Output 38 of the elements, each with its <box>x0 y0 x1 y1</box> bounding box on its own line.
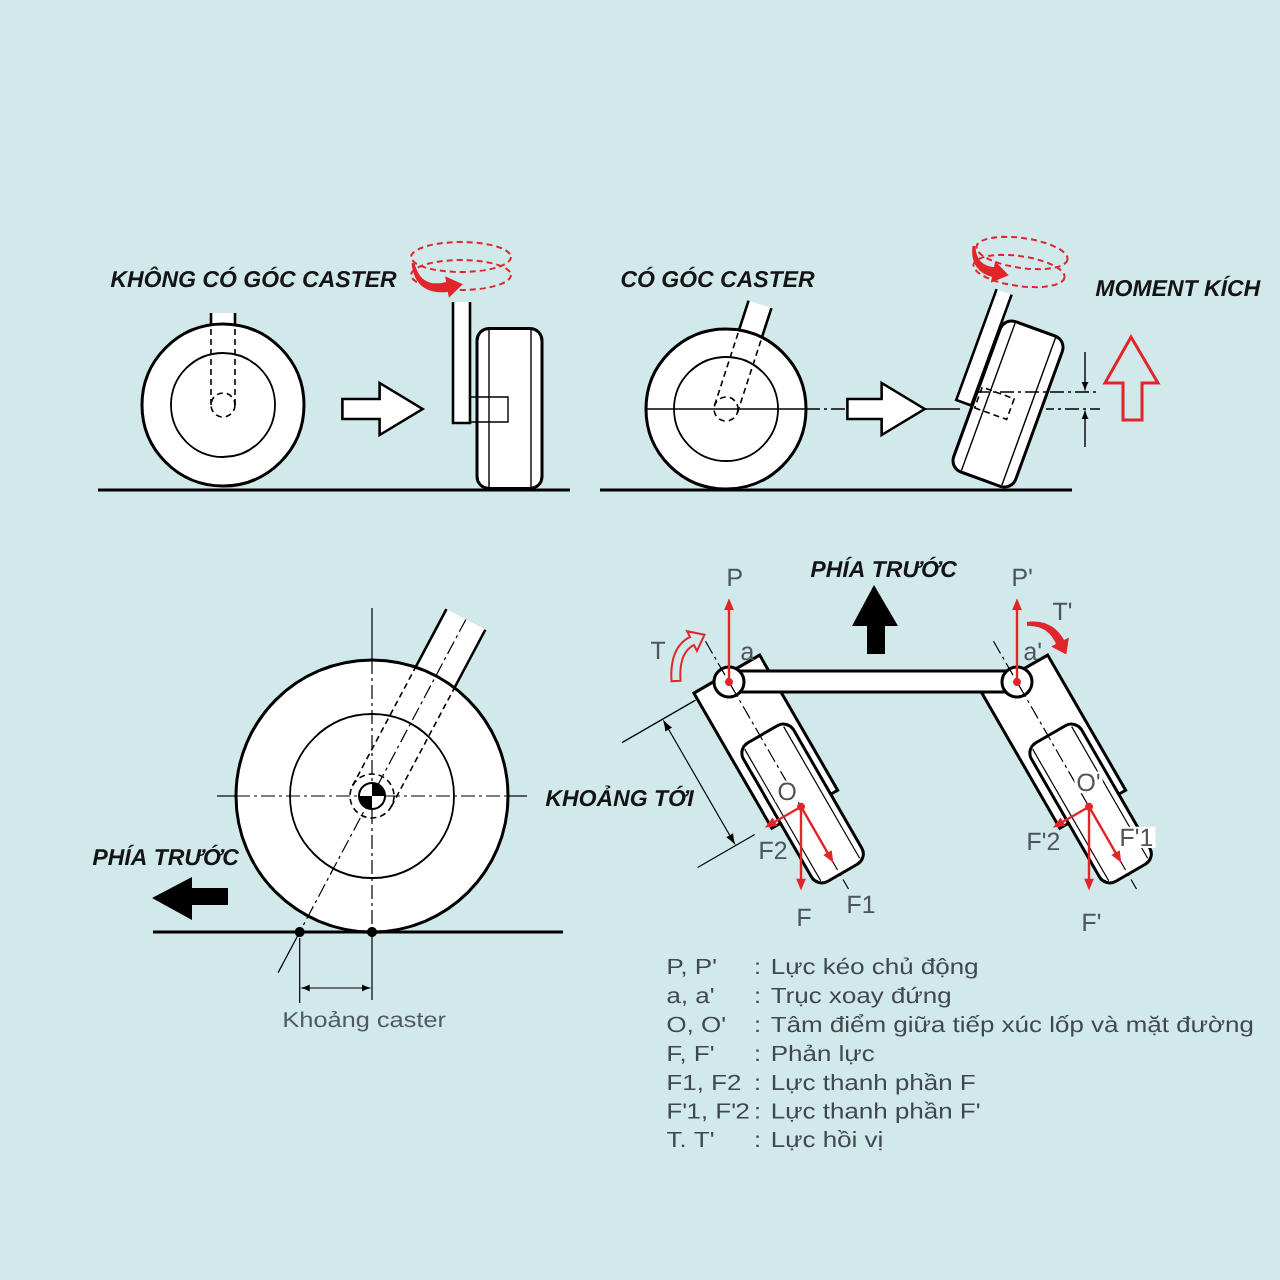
symbol-label: O' <box>1074 771 1103 794</box>
symbol-label: O <box>775 780 799 803</box>
key-symbol: F1, F2 <box>668 1074 741 1093</box>
symbol-label: P <box>728 568 742 586</box>
symbol-label: F <box>798 908 811 926</box>
symbol-label: F'1 <box>1117 826 1156 848</box>
key-symbol: T. T' <box>667 1131 714 1147</box>
key-description: : Trục xoay đứng <box>756 986 950 1008</box>
key-symbol: O, O' <box>667 1016 725 1035</box>
key-description: : Tâm điểm giữa tiếp xúc lốp và mặt đường <box>756 1014 1253 1037</box>
key-description: : Phản lực <box>756 1044 874 1065</box>
symbol-label: F2 <box>760 841 787 859</box>
symbol-label: F1 <box>848 895 875 913</box>
block-arrow <box>846 380 928 438</box>
dimension-label: Khoảng caster <box>284 1011 446 1032</box>
block-arrow <box>341 380 426 438</box>
wheel-front-view <box>951 288 1065 489</box>
wheel-front-view <box>451 302 544 490</box>
symbol-label: P' <box>1013 568 1032 586</box>
key-description: : Lực kéo chủ động <box>756 957 977 979</box>
key-description: : Lực thanh phần F' <box>756 1101 980 1124</box>
dimension-label: KHOẢNG TỚI <box>545 785 695 807</box>
key-description: : Lực thanh phần F <box>756 1073 975 1095</box>
direction-label: PHÍA TRƯỚC <box>92 844 240 866</box>
symbol-label: T <box>650 641 666 659</box>
symbol-label: a' <box>1024 642 1041 661</box>
symbol-label: a <box>741 646 755 661</box>
key-symbol: F, F' <box>668 1045 714 1064</box>
key-description: : Lực hồi vị <box>756 1130 882 1151</box>
key-symbol: F'1, F'2 <box>668 1103 749 1122</box>
direction-label: PHÍA TRƯỚC <box>810 556 958 578</box>
key-symbol: P, P' <box>668 958 716 977</box>
symbol-label: F' <box>1083 913 1101 931</box>
symbol-label: F'2 <box>1028 832 1060 850</box>
symbol-label: T' <box>1053 602 1072 620</box>
key-symbol: a, a' <box>667 987 714 1006</box>
wheel-side-view <box>644 300 808 491</box>
wheel-side-view <box>140 313 306 488</box>
